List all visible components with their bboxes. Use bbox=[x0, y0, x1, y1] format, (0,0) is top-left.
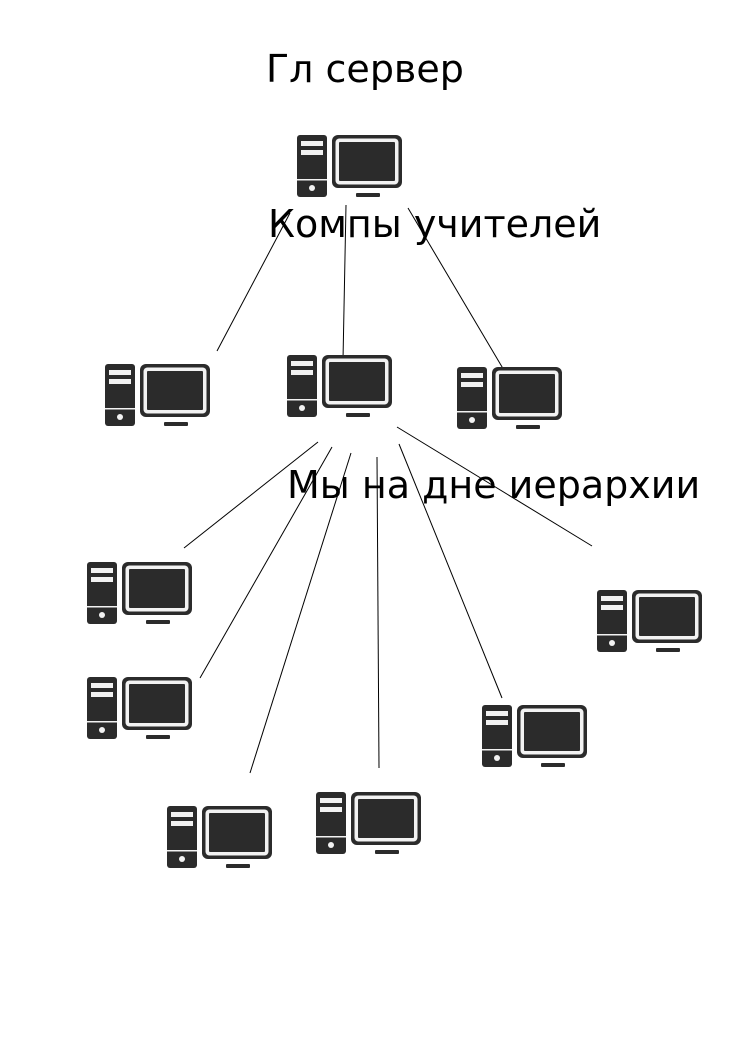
link-teacher-student-1 bbox=[183, 441, 319, 549]
teacher-computer-center-icon bbox=[287, 355, 392, 417]
link-teacher-student-3 bbox=[249, 452, 352, 774]
teacher-computers-label: Компы учителей bbox=[268, 202, 602, 246]
teacher-computer-left-icon bbox=[105, 364, 210, 426]
student-computer-6-icon bbox=[597, 590, 702, 652]
link-server-teacher-right bbox=[407, 207, 509, 378]
link-teacher-student-5 bbox=[398, 443, 503, 699]
student-computer-2-icon bbox=[87, 677, 192, 739]
link-server-teacher-left bbox=[216, 212, 291, 352]
student-computer-5-icon bbox=[482, 705, 587, 767]
student-computer-3-icon bbox=[167, 806, 272, 868]
link-teacher-student-6 bbox=[396, 426, 593, 547]
main-server-computer-icon bbox=[297, 135, 402, 197]
link-teacher-student-2 bbox=[199, 446, 333, 679]
bottom-of-hierarchy-label: Мы на дне иерархии bbox=[287, 463, 701, 507]
teacher-computer-right-icon bbox=[457, 367, 562, 429]
link-teacher-student-4 bbox=[376, 456, 380, 769]
main-server-label: Гл сервер bbox=[266, 47, 464, 91]
student-computer-4-icon bbox=[316, 792, 421, 854]
student-computer-1-icon bbox=[87, 562, 192, 624]
link-server-teacher-center bbox=[342, 204, 347, 361]
